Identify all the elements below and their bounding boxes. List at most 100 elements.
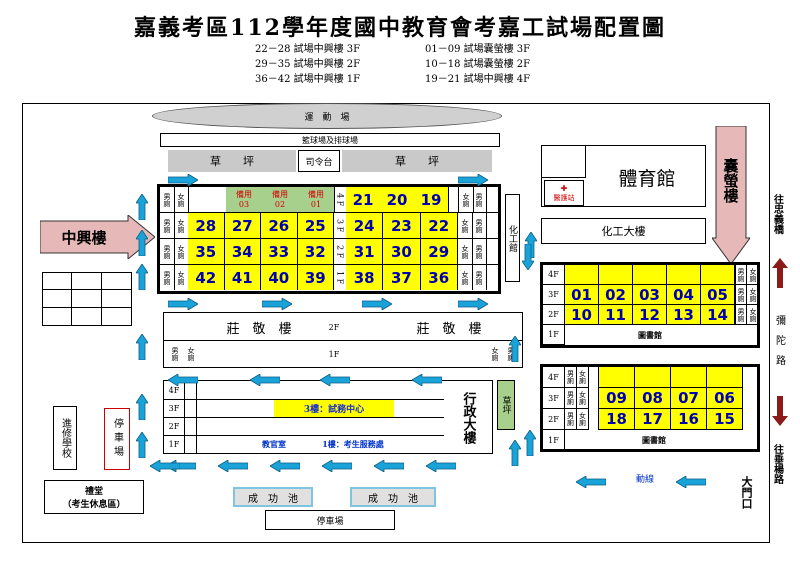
female-restroom: 女廁 <box>174 213 189 238</box>
male-restroom: 男廁 <box>171 347 179 361</box>
exam-room: 17 <box>635 409 671 430</box>
exam-room: 42 <box>188 265 225 290</box>
exam-room: 39 <box>297 265 334 290</box>
exam-room: 12 <box>633 305 667 325</box>
down-arrow-icon <box>522 244 534 270</box>
left-arrow-icon <box>270 460 300 472</box>
female-restroom: 女廁 <box>458 265 473 290</box>
exam-room: 15 <box>707 409 743 430</box>
left-arrow-icon <box>320 374 350 386</box>
mituo-road-label: 彌陀路 <box>773 315 785 375</box>
exam-room: 05 <box>701 285 735 305</box>
female-restroom: 女廁 <box>491 347 499 361</box>
exam-room: 27 <box>224 213 261 238</box>
floor-label: 3F <box>168 403 180 413</box>
exam-room: 20 <box>380 187 415 212</box>
exam-room: 22 <box>420 213 458 238</box>
male-restroom: 男廁 <box>565 388 577 409</box>
empty-room <box>707 367 743 388</box>
legend-item: 19－21 試場中興樓 4F <box>425 74 531 85</box>
route-label: 動線 <box>635 474 654 485</box>
continuing-school: 進修學校 <box>53 406 77 470</box>
floor-label: 2F <box>543 409 565 430</box>
exam-room: 07 <box>671 388 707 409</box>
lawn-small: 草坪 <box>497 380 515 430</box>
left-arrow-icon <box>576 476 606 488</box>
legend-item: 01－09 試場囊螢樓 3F <box>425 44 531 55</box>
staff-room: 教官室 <box>262 438 286 449</box>
admin-label: 行政大樓 <box>460 392 476 444</box>
library-label: 圖書館 <box>642 435 666 445</box>
up-arrow-icon <box>509 440 521 466</box>
legend-item: 10－18 試場囊螢樓 2F <box>425 59 531 70</box>
legend-item: 22－28 試場中興樓 3F <box>255 44 361 55</box>
male-restroom: 男廁 <box>507 347 515 361</box>
male-restroom: 男廁 <box>472 213 487 238</box>
floor-label: 2F <box>168 421 180 431</box>
pond-west: 成 功 池 <box>233 487 313 507</box>
exam-room: 11 <box>599 305 633 325</box>
legend-left: 22－28 試場中興樓 3F 29－35 試場中興樓 2F 36－42 試場中興… <box>255 42 415 87</box>
exam-room: 33 <box>261 239 298 264</box>
male-restroom: 男廁 <box>735 265 747 285</box>
left-arrow-icon <box>322 460 352 472</box>
exam-room: 37 <box>383 265 421 290</box>
empty-room <box>701 265 735 285</box>
rest-area-label: （考生休息區） <box>62 500 126 510</box>
auditorium-label: 禮堂 <box>84 487 103 497</box>
female-restroom: 女廁 <box>577 367 589 388</box>
down-arrow-icon <box>712 126 750 264</box>
exam-room: 19 <box>414 187 449 212</box>
zhuangjing-building: 莊 敬 樓 莊 敬 樓 2F 1F 男廁 女廁 女廁 男廁 <box>163 312 523 368</box>
service-desk: 1樓：考生服務處 <box>322 438 384 449</box>
exam-room: 16 <box>671 409 707 430</box>
floor-label: 1F <box>328 349 340 359</box>
grid-cell <box>101 290 131 308</box>
grid-cell <box>43 273 73 291</box>
exam-room: 18 <box>599 409 635 430</box>
female-restroom: 女廁 <box>747 305 759 325</box>
divider <box>164 417 444 418</box>
divider <box>164 340 522 341</box>
female-restroom: 女廁 <box>747 285 759 305</box>
right-arrow-icon <box>168 298 198 310</box>
exam-room: 32 <box>297 239 334 264</box>
exam-room: 10 <box>565 305 599 325</box>
exam-room: 14 <box>701 305 735 325</box>
pond-east: 成 功 池 <box>350 487 436 507</box>
zhongxing-arrow: 中興樓 <box>40 215 155 259</box>
left-arrow-icon <box>426 460 456 472</box>
admin-rows: 4F 3F 2F 1F 3樓：試務中心 教官室 1樓：考生服務處 <box>164 381 444 453</box>
exam-room: 09 <box>599 388 635 409</box>
grid-cell <box>101 273 131 291</box>
chem-hall: 化工館 <box>505 194 520 282</box>
exam-room: 03 <box>633 285 667 305</box>
male-restroom: 男廁 <box>472 265 487 290</box>
grid-cell <box>102 308 131 325</box>
grid-cell <box>72 290 102 308</box>
up-arrow-icon <box>136 230 148 256</box>
zhuangjing-west-label: 莊 敬 樓 <box>226 321 292 337</box>
exam-room: 02 <box>599 285 633 305</box>
grid-cell <box>72 273 102 291</box>
exam-room: 35 <box>188 239 225 264</box>
gym-label: 體育館 <box>618 167 676 190</box>
exam-room: 13 <box>667 305 701 325</box>
male-restroom: 男廁 <box>160 213 175 238</box>
exam-room: 30 <box>383 239 421 264</box>
floor-label: 1F <box>543 325 565 345</box>
floor-label: 2F <box>328 322 340 332</box>
lawn-east: 草 坪 <box>342 150 492 172</box>
grid-cell <box>43 290 73 308</box>
floor-label: 4F <box>543 367 565 388</box>
exam-room: 21 <box>346 187 381 212</box>
empty-room <box>667 265 701 285</box>
admin-building: 4F 3F 2F 1F 3樓：試務中心 教官室 1樓：考生服務處 行政大樓 <box>163 380 493 454</box>
floor-label: 1F <box>168 439 180 449</box>
lawn-west: 草 坪 <box>168 150 296 172</box>
